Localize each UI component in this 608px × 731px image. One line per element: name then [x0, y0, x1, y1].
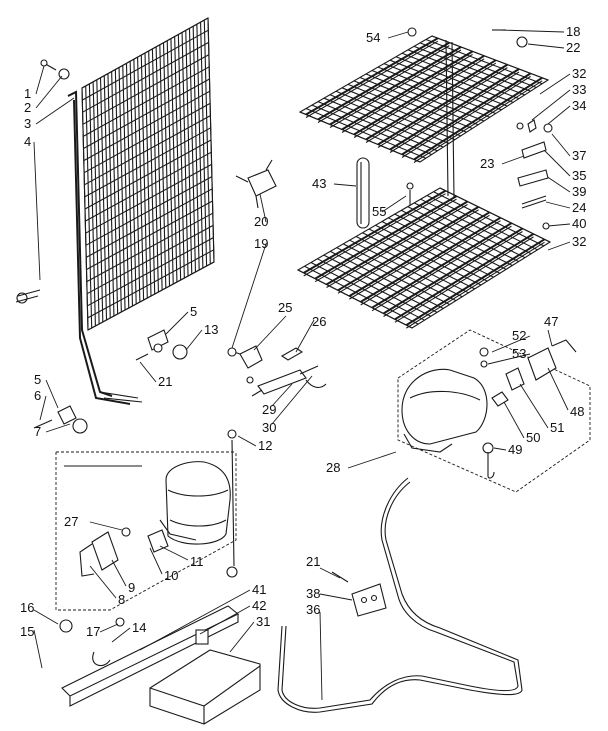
callout-2: 2 [24, 100, 31, 115]
callout-15: 15 [20, 624, 34, 639]
callout-11: 11 [190, 554, 204, 569]
callout-32a: 32 [572, 66, 586, 81]
callout-7: 7 [34, 424, 41, 439]
callout-19: 19 [254, 236, 268, 251]
callout-21a: 21 [158, 374, 172, 389]
upper-right-hardware [406, 27, 553, 230]
callout-6: 6 [34, 388, 41, 403]
leader-lines [33, 29, 571, 701]
callout-43: 43 [312, 176, 326, 191]
callout-32b: 32 [572, 234, 586, 249]
callout-8: 8 [118, 592, 125, 607]
callout-52: 52 [512, 328, 526, 343]
callout-27: 27 [64, 514, 78, 529]
lower-evaporator-shelf [296, 39, 552, 329]
callout-5a: 5 [190, 304, 197, 319]
tube-43 [356, 157, 370, 229]
base-bracket [59, 605, 261, 725]
callout-22: 22 [566, 40, 580, 55]
callout-26: 26 [312, 314, 326, 329]
callout-12: 12 [258, 438, 272, 453]
callout-36: 36 [306, 602, 320, 617]
upper-evaporator-shelf [298, 35, 550, 163]
tubing-assembly [277, 477, 523, 713]
compressor-right [397, 329, 591, 493]
callout-31: 31 [256, 614, 270, 629]
callout-42: 42 [252, 598, 266, 613]
callout-1: 1 [24, 86, 31, 101]
callout-20: 20 [254, 214, 268, 229]
callout-16: 16 [20, 600, 34, 615]
callout-50: 50 [526, 430, 540, 445]
callout-54: 54 [366, 30, 380, 45]
callout-34: 34 [572, 98, 586, 113]
callout-10: 10 [164, 568, 178, 583]
callout-4: 4 [24, 134, 31, 149]
callout-35: 35 [572, 168, 586, 183]
compressor-left [55, 429, 238, 611]
callout-17: 17 [86, 624, 100, 639]
callout-21b: 21 [306, 554, 320, 569]
callout-29: 29 [262, 402, 276, 417]
callout-40: 40 [572, 216, 586, 231]
callout-25: 25 [278, 300, 292, 315]
callout-53: 53 [512, 346, 526, 361]
left-hardware [15, 59, 188, 434]
condenser-coil [67, 17, 215, 405]
callout-30: 30 [262, 420, 276, 435]
drier-assembly [227, 345, 327, 397]
bracket-20 [235, 159, 277, 209]
callout-labels: 1 2 3 4 20 19 5 13 21 25 26 29 30 5 6 7 … [20, 24, 586, 639]
callout-28: 28 [326, 460, 340, 475]
callout-47: 47 [544, 314, 558, 329]
callout-13: 13 [204, 322, 218, 337]
callout-24: 24 [572, 200, 586, 215]
callout-48: 48 [570, 404, 584, 419]
callout-9: 9 [128, 580, 135, 595]
callout-3: 3 [24, 116, 31, 131]
callout-33: 33 [572, 82, 586, 97]
callout-38: 38 [306, 586, 320, 601]
callout-5b: 5 [34, 372, 41, 387]
callout-39: 39 [572, 184, 586, 199]
callout-51: 51 [550, 420, 564, 435]
callout-23: 23 [480, 156, 494, 171]
callout-14: 14 [132, 620, 146, 635]
callout-49: 49 [508, 442, 522, 457]
callout-18: 18 [566, 24, 580, 39]
callout-37: 37 [572, 148, 586, 163]
callout-41: 41 [252, 582, 266, 597]
callout-55: 55 [372, 204, 386, 219]
